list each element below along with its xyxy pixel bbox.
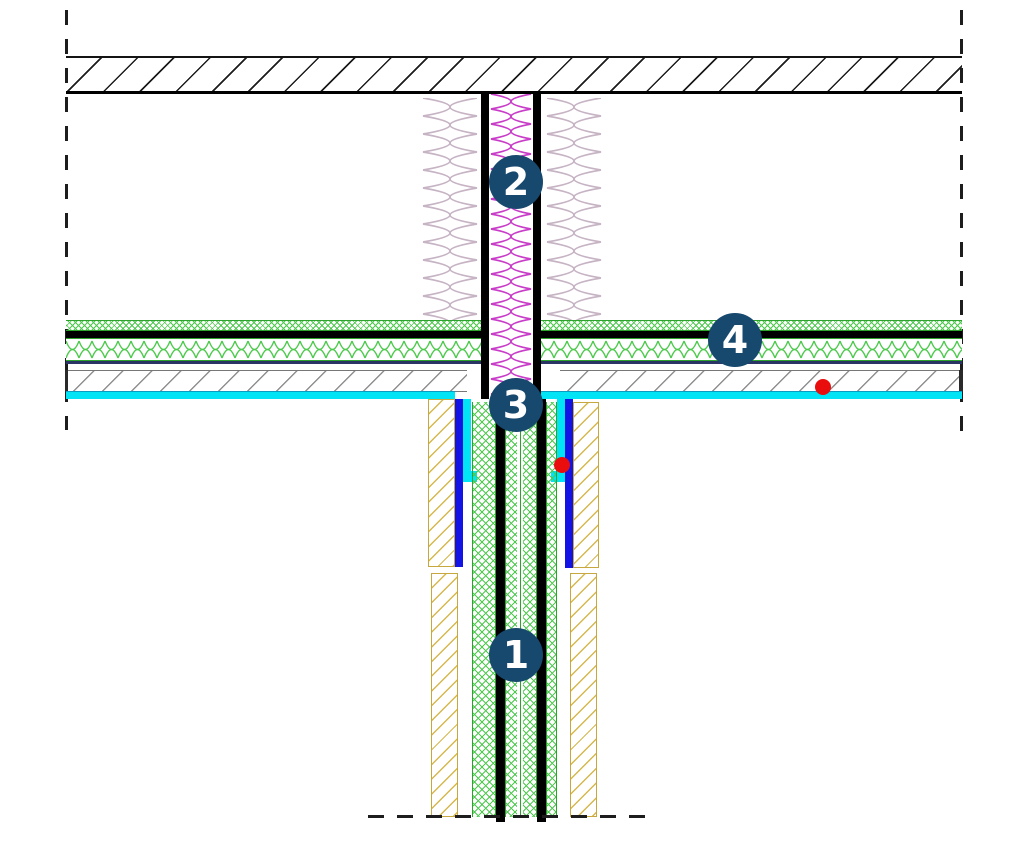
ceiling-screed-hatch-right <box>560 370 962 392</box>
callout-2-number: 2 <box>502 160 530 204</box>
wall-insulation-center <box>505 402 537 817</box>
wall-stud-right <box>537 399 546 822</box>
red-marker-wall <box>554 457 570 473</box>
callout-3: 3 <box>489 378 543 432</box>
callout-3-number: 3 <box>502 383 530 427</box>
wall-insulation-left <box>472 402 496 817</box>
airtight-tape-ceiling-left <box>66 391 455 399</box>
ceiling-insulation-batt-left <box>66 338 481 361</box>
ceiling-slab-hatched <box>66 56 962 94</box>
wall-insulation-divider-line <box>519 402 521 817</box>
ceiling-green-mesh-layer-left <box>66 320 481 331</box>
wall-cladding-upper-left <box>428 399 455 567</box>
wall-cladding-lower-left <box>431 573 458 817</box>
upper-wall-board-right <box>533 94 541 399</box>
wall-stud-left <box>496 399 505 822</box>
upper-wall-board-left <box>481 94 489 399</box>
party-wall-insulation-batt <box>489 94 533 399</box>
callout-4: 4 <box>708 313 762 367</box>
callout-2: 2 <box>489 155 543 209</box>
screed-end-cap-right <box>959 370 963 392</box>
wall-insulation-right <box>546 402 557 817</box>
callout-1: 1 <box>489 628 543 682</box>
ceiling-screed-hatch-left <box>66 370 467 392</box>
ceiling-membrane-line-right <box>541 361 962 364</box>
sealing-tape-right <box>557 399 565 473</box>
extension-dashed-line-left <box>65 10 68 430</box>
sealing-tape-right-end <box>551 471 565 482</box>
wall-cladding-upper-right <box>573 402 599 568</box>
wall-cladding-lower-right <box>570 573 597 817</box>
membrane-strip-left <box>455 399 463 567</box>
ceiling-black-layer-left <box>66 331 481 338</box>
adjacent-insulation-batt-right <box>545 98 603 320</box>
adjacent-insulation-batt-left <box>421 98 481 320</box>
red-marker-ceiling <box>815 379 831 395</box>
membrane-strip-right <box>565 399 573 568</box>
callout-1-number: 1 <box>502 633 530 677</box>
airtight-tape-ceiling-right <box>541 391 962 399</box>
sealing-tape-left-end <box>463 471 477 482</box>
extension-dashed-line-right <box>960 10 963 434</box>
ceiling-membrane-line-left <box>66 361 481 364</box>
sealing-tape-left <box>463 399 471 473</box>
screed-end-cap-left <box>65 370 68 392</box>
callout-4-number: 4 <box>721 318 749 362</box>
section-break-dashed-line <box>368 815 658 818</box>
